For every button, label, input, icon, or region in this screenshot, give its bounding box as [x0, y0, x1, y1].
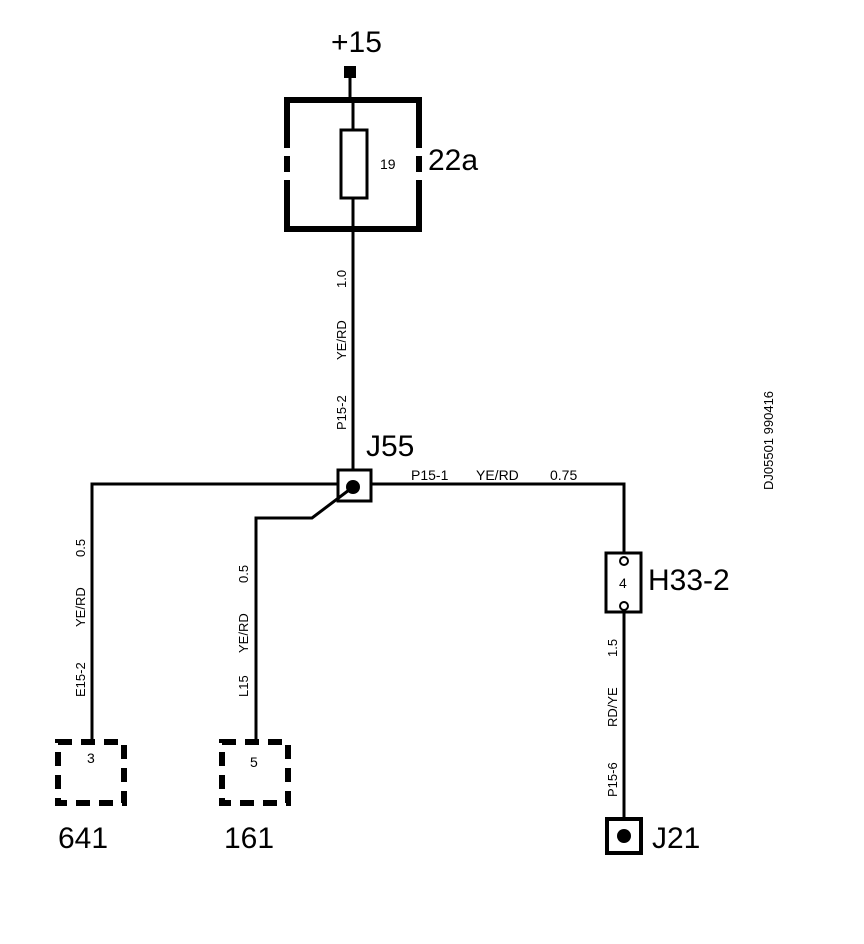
wire-j55-h33-code: P15-1 [411, 467, 449, 483]
splice-j55-label: J55 [366, 430, 414, 463]
splice-j21 [605, 817, 643, 855]
connector-h33-pin: 4 [619, 575, 627, 591]
wire-gauge: 1.5 [605, 639, 620, 657]
connector-641-pin: 3 [87, 750, 95, 766]
wire-gauge: 0.5 [236, 565, 251, 583]
wire-161-labels: L15 YE/RD 0.5 [236, 565, 251, 697]
wire-code: L15 [236, 675, 251, 697]
fuse-box-label: 22a [428, 144, 478, 177]
wire-code: P15-2 [334, 395, 349, 430]
wire-gauge: 1.0 [334, 270, 349, 288]
h33-pin-top [619, 556, 629, 566]
wire-j55-h33-color: YE/RD [476, 467, 519, 483]
fuse-number: 19 [380, 156, 396, 172]
fuse-element [339, 128, 369, 200]
wire-code: E15-2 [73, 662, 88, 697]
connector-641 [55, 739, 127, 806]
splice-j21-dot [617, 829, 631, 843]
connector-161-pin: 5 [250, 754, 258, 770]
splice-j21-label: J21 [652, 822, 700, 855]
wire-j55-h33-gauge: 0.75 [550, 467, 577, 483]
wire-color: YE/RD [334, 320, 349, 360]
connector-641-label: 641 [58, 822, 108, 855]
wire-641-labels: E15-2 YE/RD 0.5 [73, 539, 88, 697]
wire-j55-h33 [371, 482, 626, 553]
connector-161-label: 161 [224, 822, 274, 855]
wire-fuse-j55-labels: P15-2 YE/RD 1.0 [334, 270, 349, 430]
connector-h33-label: H33-2 [648, 564, 730, 597]
wire-161 [254, 485, 354, 740]
supply-terminal [344, 66, 356, 78]
wire-color: YE/RD [73, 587, 88, 627]
supply-label: +15 [331, 26, 382, 59]
wire-gauge: 0.5 [73, 539, 88, 557]
connector-161 [219, 739, 291, 806]
wire-h33-j21-labels: P15-6 RD/YE 1.5 [605, 639, 620, 797]
wire-code: P15-6 [605, 762, 620, 797]
h33-pin-bottom [619, 601, 629, 611]
wire-641 [90, 482, 338, 740]
document-reference: DJ05501 990416 [761, 391, 776, 490]
wire-color: RD/YE [605, 687, 620, 727]
wire-color: YE/RD [236, 613, 251, 653]
